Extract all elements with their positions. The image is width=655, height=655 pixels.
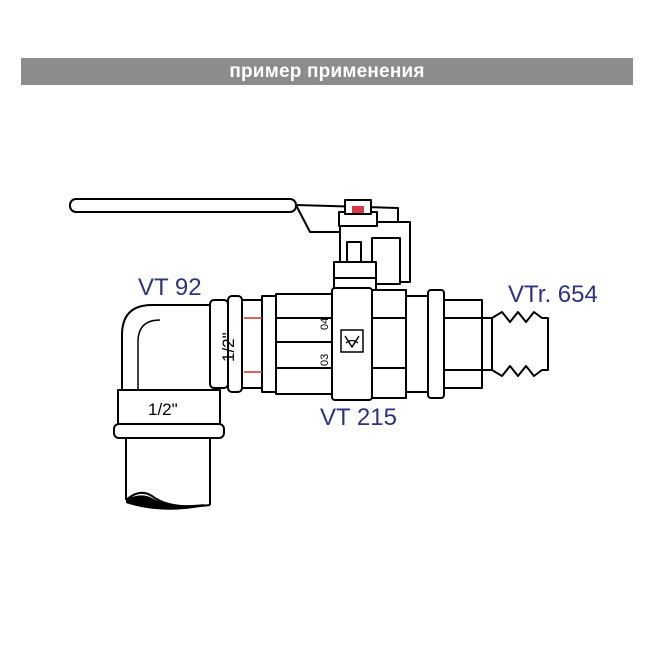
label-valve: VT 215	[320, 404, 397, 431]
section-header-title: пример применения	[229, 60, 425, 82]
valve-body	[275, 287, 407, 401]
label-hose-tail: VTr. 654	[508, 281, 598, 308]
body-code-b: 04	[319, 318, 331, 330]
elbow-fitting	[113, 295, 243, 510]
socket-size-marking: 1/2"	[148, 400, 178, 419]
elbow-size-marking: 1/2"	[219, 332, 238, 362]
union-nut	[405, 289, 483, 399]
label-fitting: VT 92	[138, 274, 202, 301]
body-code-a: 03	[319, 354, 331, 366]
socket-nut	[241, 295, 277, 393]
section-header: пример применения	[21, 58, 633, 85]
hose-tail	[481, 311, 549, 377]
red-cap-icon	[338, 199, 378, 227]
